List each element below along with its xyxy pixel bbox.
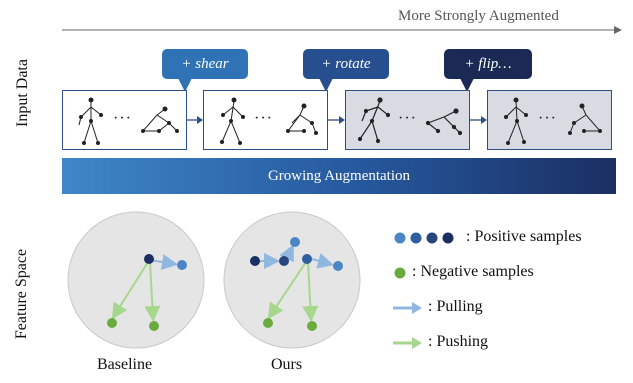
tag-shear-pointer (178, 78, 192, 92)
tag-flip: + flip… (444, 49, 532, 79)
legend-negative-label: : Negative samples (412, 263, 534, 280)
frame-connector-arrow (187, 116, 203, 124)
skeleton-frame-1: ··· (62, 90, 187, 150)
ellipsis: ··· (254, 110, 273, 127)
augmentation-axis-arrow (62, 26, 622, 34)
skeleton-frame-3: ··· (345, 90, 470, 150)
frame-connector-arrow (470, 116, 487, 124)
ours-label: Ours (271, 356, 303, 373)
skeleton-frame-4: ··· (487, 90, 612, 150)
pushing-arrow-icon (393, 337, 422, 349)
ellipsis: ··· (398, 110, 417, 127)
skeleton-figure-icon (286, 103, 318, 135)
feature-space-label: Feature Space (13, 248, 30, 340)
skeleton-figure-icon (78, 97, 103, 145)
frame-connector-arrow (328, 116, 345, 124)
tag-shear: + shear (162, 49, 248, 79)
input-data-label: Input Data (14, 59, 31, 127)
legend-positive-label: : Positive samples (466, 228, 582, 245)
tag-flip-pointer (460, 78, 474, 92)
tag-rotate-pointer (319, 78, 333, 92)
skeleton-figure-icon (141, 106, 179, 133)
ellipsis: ··· (538, 110, 557, 127)
legend-pulling-label: : Pulling (428, 298, 483, 315)
skeleton-figure-icon (425, 108, 463, 136)
legend-pushing-label: : Pushing (428, 333, 489, 350)
augmentation-axis-label: More Strongly Augmented (398, 8, 559, 24)
positive-samples-icon (394, 232, 454, 244)
skeleton-frame-2: ··· (203, 90, 328, 150)
ours-feature-space (223, 211, 361, 349)
baseline-feature-space (67, 211, 205, 349)
pulling-arrow-icon (393, 302, 422, 314)
negative-samples-icon (394, 267, 406, 279)
growing-augmentation-banner: Growing Augmentation (62, 158, 616, 194)
skeleton-figure-icon (568, 103, 602, 135)
ellipsis: ··· (113, 110, 132, 127)
skeleton-figure-icon (220, 97, 245, 145)
baseline-label: Baseline (97, 356, 153, 373)
tag-rotate: + rotate (303, 49, 389, 79)
skeleton-figure-icon (357, 97, 391, 144)
skeleton-figure-icon (504, 97, 528, 145)
